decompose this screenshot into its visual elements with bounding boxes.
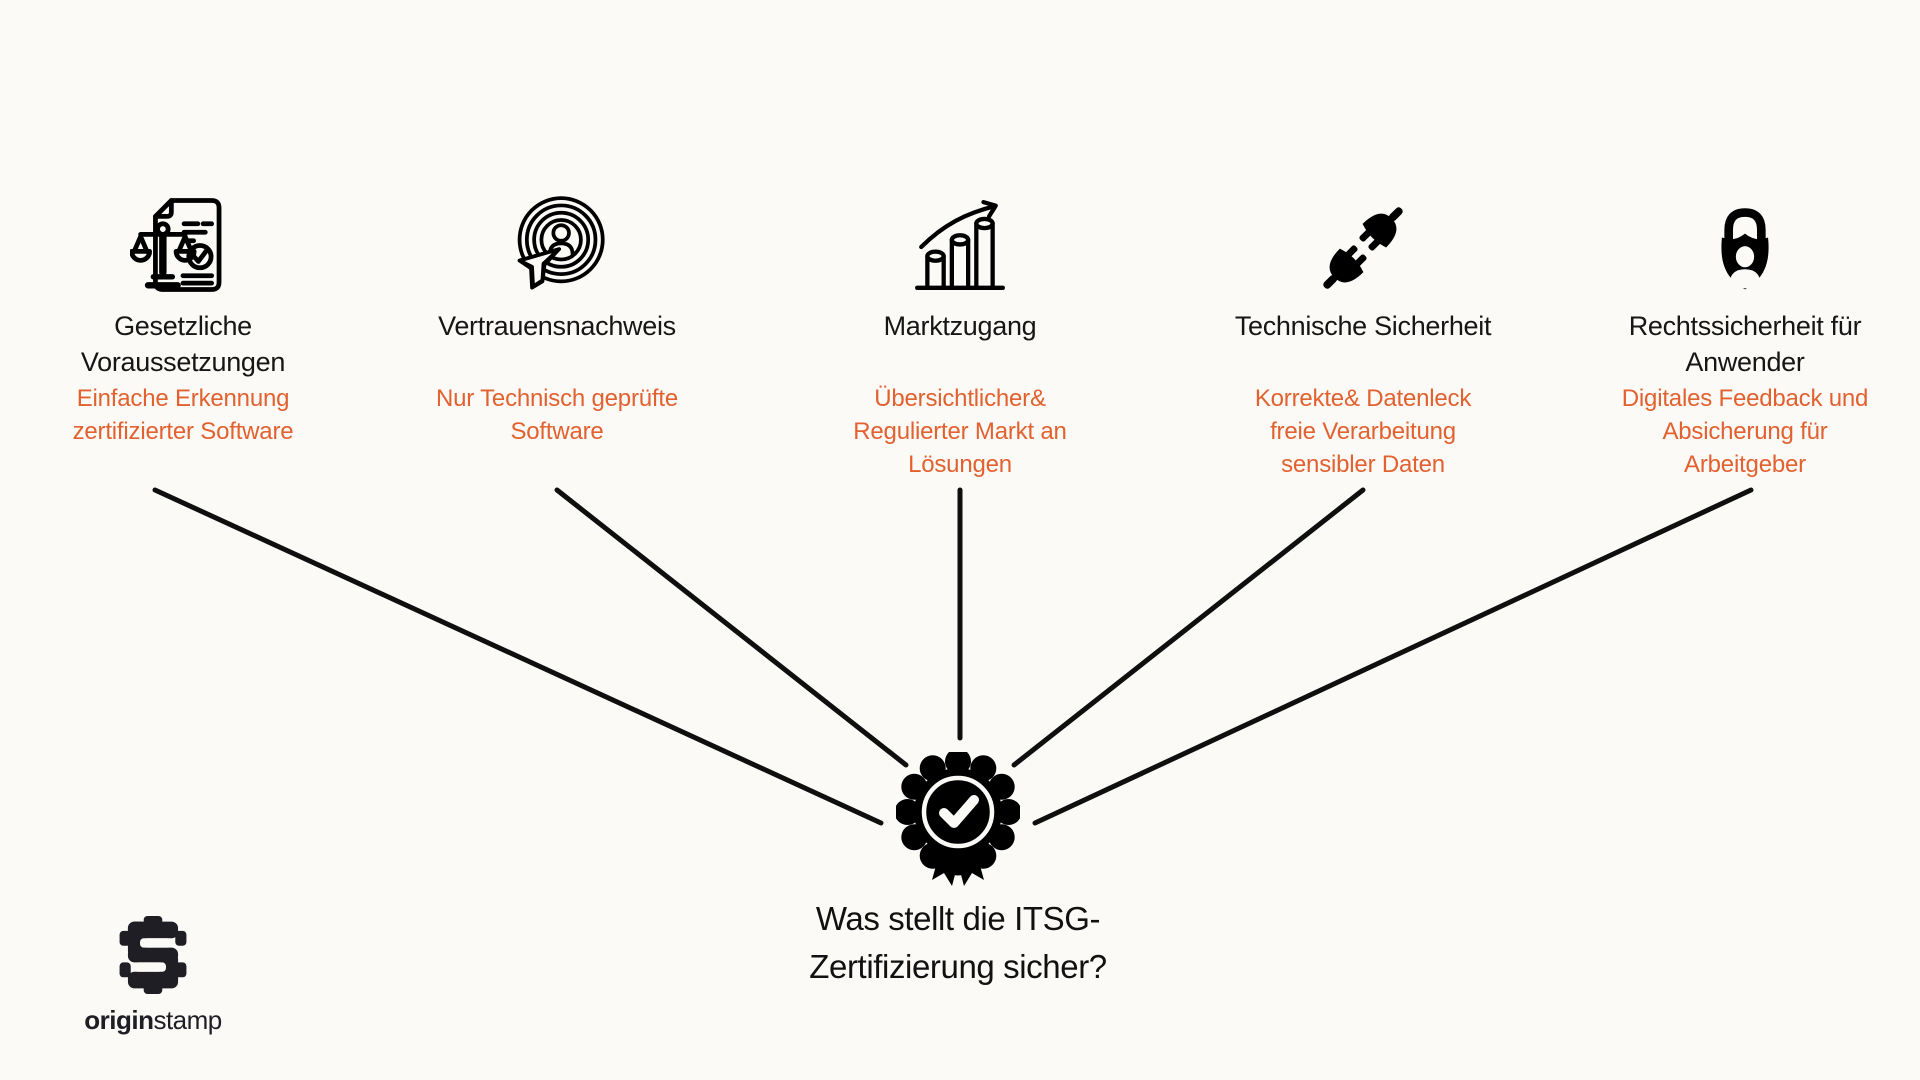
wordmark-bold: origin [84, 1005, 154, 1035]
subtitle-line: Regulierter Markt an [853, 418, 1067, 445]
connector-line [554, 487, 909, 768]
card-title: Rechtssicherheit für Anwender [1565, 308, 1920, 380]
growth-chart-icon [780, 190, 1140, 298]
card-title: Marktzugang [780, 308, 1140, 344]
central-question: Was stellt die ITSG- Zertifizierung sich… [608, 895, 1308, 991]
title-line: Gesetzliche [114, 311, 252, 341]
title-line: Rechtssicherheit für [1628, 311, 1862, 341]
feature-card-marktzugang: Marktzugang Übersichtlicher& Regulierter… [780, 190, 1140, 520]
title-line: Voraussetzungen [80, 347, 286, 377]
title-line: Vertrauensnachweis [438, 311, 676, 341]
card-subtitle: Übersichtlicher& Regulierter Markt an Lö… [780, 382, 1140, 481]
card-subtitle: Einfache Erkennung zertifizierter Softwa… [3, 382, 363, 448]
subtitle-line: Einfache Erkennung [76, 385, 290, 412]
card-subtitle: Digitales Feedback und Absicherung für A… [1565, 382, 1920, 481]
subtitle-line: Lösungen [908, 451, 1012, 478]
feature-card-rechtssicherheit: Rechtssicherheit für Anwender Digitales … [1565, 190, 1920, 520]
subtitle-line: Korrekte& Datenleck [1254, 385, 1472, 412]
card-subtitle: Nur Technisch geprüfte Software [377, 382, 737, 448]
feature-card-technische-sicherheit: Technische Sicherheit Korrekte& Datenlec… [1183, 190, 1543, 520]
originstamp-s-icon [119, 916, 187, 994]
subtitle-line: Nur Technisch geprüfte [436, 385, 678, 412]
subtitle-line: Übersichtlicher& [874, 385, 1046, 412]
title-line: Anwender [1685, 347, 1805, 377]
subtitle-line: Digitales Feedback und [1621, 385, 1869, 412]
connector-line [152, 487, 884, 826]
target-cursor-icon [377, 190, 737, 298]
originstamp-logo: originstamp [53, 916, 253, 1036]
feature-card-vertrauensnachweis: Vertrauensnachweis Nur Technisch geprüft… [377, 190, 737, 520]
card-title: Technische Sicherheit [1183, 308, 1543, 344]
connector-line [1011, 487, 1366, 768]
question-line: Was stellt die ITSG- [815, 900, 1101, 937]
law-document-icon [3, 190, 363, 298]
subtitle-line: Arbeitgeber [1684, 451, 1806, 478]
card-title: Vertrauensnachweis [377, 308, 737, 344]
subtitle-line: sensibler Daten [1281, 451, 1445, 478]
card-title: Gesetzliche Voraussetzungen [3, 308, 363, 380]
subtitle-line: Absicherung für [1662, 418, 1828, 445]
subtitle-line: freie Verarbeitung [1270, 418, 1456, 445]
question-line: Zertifizierung sicher? [809, 948, 1107, 985]
feature-card-gesetzliche-voraussetzungen: Gesetzliche Voraussetzungen Einfache Erk… [3, 190, 363, 520]
title-line: Marktzugang [883, 311, 1037, 341]
originstamp-wordmark: originstamp [53, 1005, 253, 1036]
title-line: Technische Sicherheit [1234, 311, 1492, 341]
wordmark-regular: stamp [153, 1005, 222, 1035]
plug-connection-icon [1183, 190, 1543, 298]
subtitle-line: zertifizierter Software [72, 418, 294, 445]
certification-badge-icon [896, 752, 1020, 892]
connector-line [1032, 487, 1754, 826]
lock-user-icon [1565, 190, 1920, 298]
subtitle-line: Software [510, 418, 604, 445]
card-subtitle: Korrekte& Datenleck freie Verarbeitung s… [1183, 382, 1543, 481]
